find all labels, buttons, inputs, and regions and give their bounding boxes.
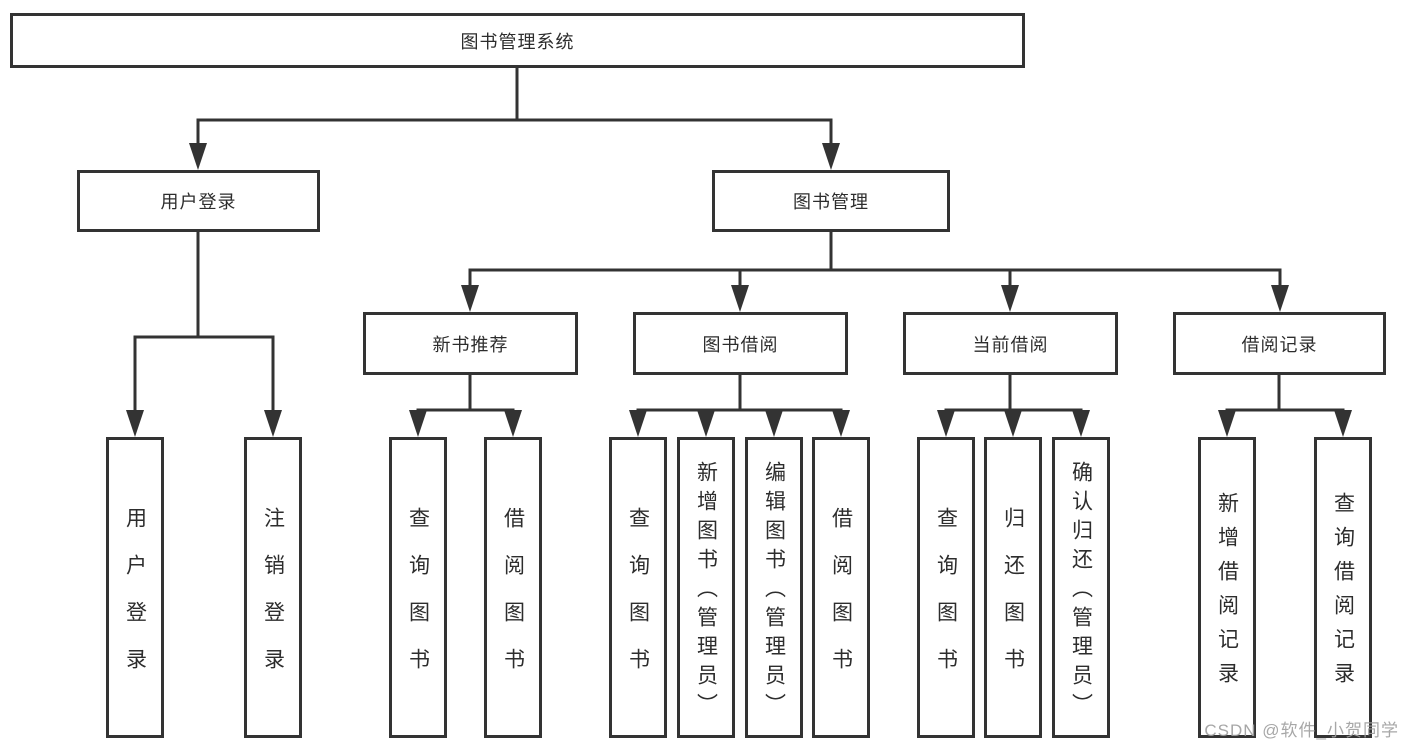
- arrowhead: [1001, 285, 1019, 312]
- node-new-book-recommend: 新书推荐: [363, 312, 578, 375]
- csdn-watermark: CSDN @软件_小贺同学: [1204, 721, 1399, 740]
- node-label: 新书推荐: [432, 334, 509, 355]
- arrowhead: [126, 410, 144, 437]
- leaf-add-books-admin: 新增图书︵管理员︶: [677, 437, 735, 738]
- arrowheads: [126, 143, 1352, 437]
- arrowhead: [264, 410, 282, 437]
- leaf-edit-books-admin: 编辑图书︵管理员︶: [745, 437, 803, 738]
- arrowhead: [1334, 410, 1352, 437]
- leaf-label: 编辑图书︵管理员︶: [762, 461, 786, 722]
- leaf-query-books-borrowing: 查询图书: [609, 437, 667, 738]
- arrowhead: [832, 410, 850, 437]
- arrowhead: [1004, 410, 1022, 437]
- node-label: 图书管理: [793, 192, 869, 212]
- node-library-management-system: 图书管理系统: [10, 13, 1025, 68]
- arrowhead: [1218, 410, 1236, 437]
- node-label: 当前借阅: [972, 334, 1049, 355]
- node-book-management: 图书管理: [712, 170, 950, 232]
- node-label: 用户登录: [160, 192, 237, 212]
- arrowhead: [731, 285, 749, 312]
- leaf-query-books-current: 查询图书: [917, 437, 975, 738]
- leaf-return-books: 归还图书: [984, 437, 1042, 738]
- leaf-label: 查询图书: [934, 506, 958, 695]
- leaf-label: 查询图书: [406, 506, 430, 695]
- leaf-label: 确认归还︵管理员︶: [1069, 461, 1093, 722]
- arrowhead: [409, 410, 427, 437]
- arrowhead: [765, 410, 783, 437]
- leaf-label: 归还图书: [1001, 506, 1025, 695]
- leaf-label: 借阅图书: [501, 506, 525, 695]
- leaf-user-login: 用户登录: [106, 437, 164, 738]
- leaf-borrow-books-recommend: 借阅图书: [484, 437, 542, 738]
- leaf-label: 新增借阅记录: [1215, 492, 1239, 696]
- arrowhead: [1271, 285, 1289, 312]
- leaf-label: 用户登录: [123, 506, 147, 695]
- leaf-label: 查询图书: [626, 506, 650, 695]
- arrowhead: [697, 410, 715, 437]
- node-user-login: 用户登录: [77, 170, 320, 232]
- leaf-label: 注销登录: [261, 506, 285, 695]
- node-book-borrowing: 图书借阅: [633, 312, 848, 375]
- arrowhead: [822, 143, 840, 170]
- node-current-borrowing: 当前借阅: [903, 312, 1118, 375]
- leaf-query-borrow-record: 查询借阅记录: [1314, 437, 1372, 738]
- arrowhead: [504, 410, 522, 437]
- node-label: 借阅记录: [1241, 334, 1318, 355]
- arrowhead: [189, 143, 207, 170]
- leaf-add-borrow-record: 新增借阅记录: [1198, 437, 1256, 738]
- leaf-confirm-return-admin: 确认归还︵管理员︶: [1052, 437, 1110, 738]
- leaf-label: 查询借阅记录: [1331, 492, 1355, 696]
- arrowhead: [937, 410, 955, 437]
- leaf-label: 新增图书︵管理员︶: [694, 461, 718, 722]
- leaf-logout-login: 注销登录: [244, 437, 302, 738]
- arrowhead: [629, 410, 647, 437]
- leaf-borrow-books-borrowing: 借阅图书: [812, 437, 870, 738]
- leaf-query-books-recommend: 查询图书: [389, 437, 447, 738]
- leaf-label: 借阅图书: [829, 506, 853, 695]
- arrowhead: [461, 285, 479, 312]
- arrowhead: [1072, 410, 1090, 437]
- node-borrowing-records: 借阅记录: [1173, 312, 1386, 375]
- node-label: 图书借阅: [702, 334, 779, 355]
- node-label: 图书管理系统: [460, 31, 575, 52]
